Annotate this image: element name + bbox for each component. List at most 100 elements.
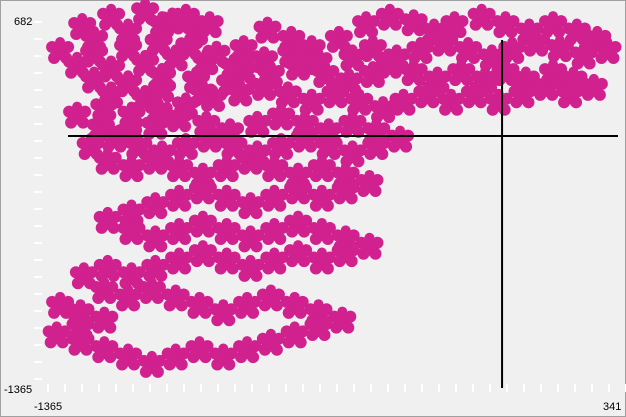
fractal-point — [117, 217, 146, 245]
fractal-point — [328, 306, 357, 334]
fractal-point — [141, 225, 170, 253]
fractal-point — [491, 11, 520, 39]
fractal-point — [437, 88, 466, 116]
fractal-point — [114, 284, 143, 312]
fractal-point — [90, 336, 119, 364]
fractal-point — [117, 199, 146, 227]
fractal-point — [256, 328, 285, 356]
fractal-point — [522, 29, 551, 57]
fractal-point — [399, 59, 428, 87]
fractal-point — [260, 247, 289, 275]
fractal-point — [148, 11, 177, 39]
fractal-point — [137, 277, 166, 305]
fractal-point — [284, 240, 313, 268]
x-max-label: 341 — [603, 401, 621, 413]
fractal-point — [399, 9, 428, 37]
fractal-point — [165, 105, 194, 133]
fractal-point — [243, 110, 272, 138]
fractal-point — [185, 291, 214, 319]
fractal-point — [321, 81, 350, 109]
fractal-point — [355, 169, 384, 197]
fractal-point — [307, 217, 336, 245]
fractal-point — [338, 140, 367, 168]
fractal-point — [260, 155, 289, 183]
fractal-point — [307, 247, 336, 275]
fractal-point — [324, 25, 353, 53]
fractal-point — [236, 225, 265, 253]
fractal-point — [233, 291, 262, 319]
fractal-point — [375, 51, 404, 79]
fractal-point — [212, 247, 241, 275]
fractal-point — [114, 343, 143, 371]
fractal-point — [148, 75, 177, 103]
fractal-point — [212, 155, 241, 183]
origin-axes — [68, 40, 618, 388]
fractal-point — [532, 73, 561, 101]
fractal-point — [280, 291, 309, 319]
fractal-point — [141, 147, 170, 175]
y-max-label: 682 — [14, 16, 32, 28]
fractal-point — [256, 284, 285, 312]
fractal-point — [141, 192, 170, 220]
fractal-point — [338, 44, 367, 72]
fractal-point — [93, 147, 122, 175]
fractal-point — [413, 81, 442, 109]
fractal-point — [304, 313, 333, 341]
fractal-point — [430, 29, 459, 57]
fractal-point — [226, 79, 255, 107]
fractal-point — [267, 103, 296, 131]
fractal-point — [209, 343, 238, 371]
fractal-point — [539, 11, 568, 39]
fractal-point — [386, 125, 415, 153]
fractal-point — [569, 42, 598, 70]
fractal-point — [117, 262, 146, 290]
fractal-point — [338, 110, 367, 138]
fractal-point — [63, 51, 92, 79]
fractal-point — [63, 101, 92, 129]
fractal-point — [46, 36, 75, 64]
fractal-point — [467, 3, 496, 31]
fractal-point — [440, 11, 469, 39]
fractal-point — [93, 206, 122, 234]
fractal-point — [46, 291, 75, 319]
fractal-point — [352, 11, 381, 39]
fractal-point — [141, 254, 170, 282]
fractal-point — [165, 184, 194, 212]
y-min-label: -1365 — [4, 384, 32, 396]
fractal-point — [307, 155, 336, 183]
fractal-point — [508, 81, 537, 109]
fractal-point — [117, 155, 146, 183]
fractal-point — [90, 277, 119, 305]
fractal-point — [307, 184, 336, 212]
fractal-point — [212, 184, 241, 212]
fractal-point — [355, 232, 384, 260]
fractal-point — [260, 184, 289, 212]
fractal-point — [195, 11, 224, 39]
fractal-point — [273, 81, 302, 109]
fractal-point — [284, 53, 313, 81]
fractal-point — [165, 247, 194, 275]
fractal-point — [90, 306, 119, 334]
fractal-point — [69, 262, 98, 290]
fractal-point — [297, 88, 326, 116]
fractal-point — [219, 133, 248, 161]
fractal-point — [137, 350, 166, 378]
fractal-point — [375, 3, 404, 31]
fractal-point — [260, 217, 289, 245]
fractal-point — [579, 73, 608, 101]
fractal-point — [345, 88, 374, 116]
fractal-point — [42, 321, 71, 349]
fractal-point — [447, 59, 476, 87]
fractal-point — [188, 240, 217, 268]
fractal-point — [141, 112, 170, 140]
fractal-point — [171, 3, 200, 31]
fractal-point — [229, 57, 258, 85]
fractal-point — [284, 177, 313, 205]
fractal-point — [131, 49, 160, 77]
fractal-point — [460, 81, 489, 109]
fractal-point — [389, 88, 418, 116]
fractal-point — [253, 16, 282, 44]
fractal-point — [212, 217, 241, 245]
fractal-point — [236, 147, 265, 175]
